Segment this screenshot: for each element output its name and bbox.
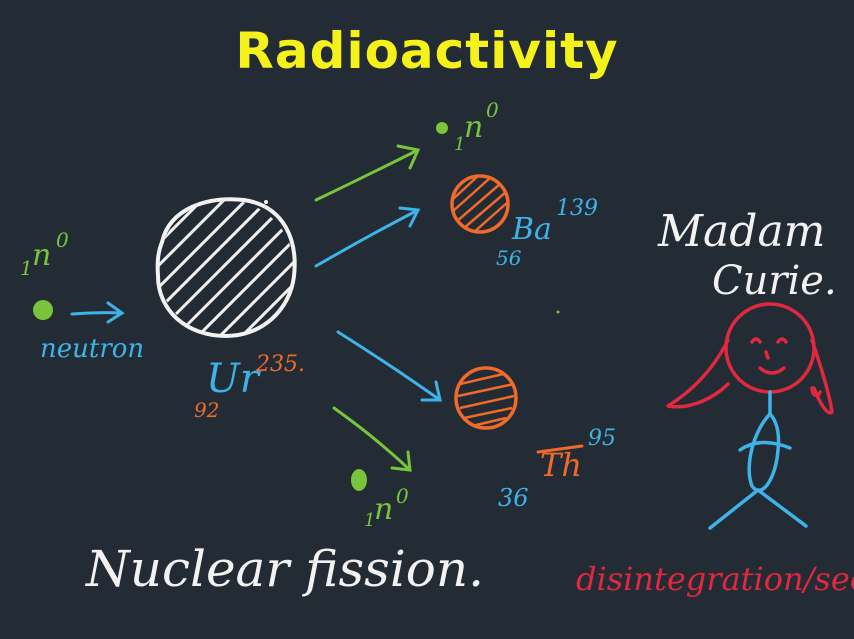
arrow-uranium-to-neutron-top	[314, 144, 421, 202]
neutron-in-label: n	[32, 238, 52, 273]
thorium-number: 36	[498, 484, 529, 512]
curie-label: Curie.	[712, 258, 837, 304]
thorium-mass: 95	[588, 426, 616, 451]
neutron-top-charge: 0	[486, 98, 499, 122]
barium-symbol: Ba	[512, 212, 552, 247]
arrow-uranium-to-thorium	[336, 330, 442, 402]
incoming-neutron	[33, 300, 53, 320]
ink-dot	[264, 200, 268, 204]
neutron-bottom-charge: 0	[396, 484, 409, 508]
page-title: Radioactivity	[235, 22, 619, 80]
neutron-top	[436, 122, 448, 134]
neutron-in-mass: 1	[20, 256, 33, 280]
arrow-uranium-to-neutron-bottom	[332, 406, 412, 472]
neutron-in-charge: 0	[56, 228, 69, 252]
rate-caption: disintegration/sec	[576, 560, 854, 598]
barium-nucleus	[450, 174, 510, 234]
uranium-mass: 235.	[256, 352, 305, 377]
neutron-bottom-label: n	[374, 492, 394, 527]
uranium-number: 92	[194, 398, 220, 422]
fission-caption: Nuclear fission.	[86, 540, 484, 598]
thorium-symbol: Th	[540, 446, 582, 484]
neutron-top-label: n	[464, 110, 484, 145]
madam-curie-figure	[666, 302, 834, 530]
arrow-uranium-to-barium	[314, 206, 421, 268]
barium-number: 56	[496, 246, 522, 270]
ink-dot-small	[556, 310, 560, 314]
thorium-overbar	[536, 444, 584, 454]
barium-mass: 139	[556, 196, 598, 221]
uranium-symbol: Ur	[206, 356, 259, 402]
thorium-nucleus	[454, 366, 518, 430]
neutron-top-mass: 1	[454, 134, 466, 155]
arrow-neutron-to-uranium	[70, 301, 125, 324]
neutron-bottom-mass: 1	[364, 510, 376, 531]
neutron-bottom	[351, 469, 367, 491]
madam-label: Madam	[658, 206, 826, 257]
neutron-caption: neutron	[40, 334, 145, 364]
uranium-nucleus	[155, 197, 297, 339]
